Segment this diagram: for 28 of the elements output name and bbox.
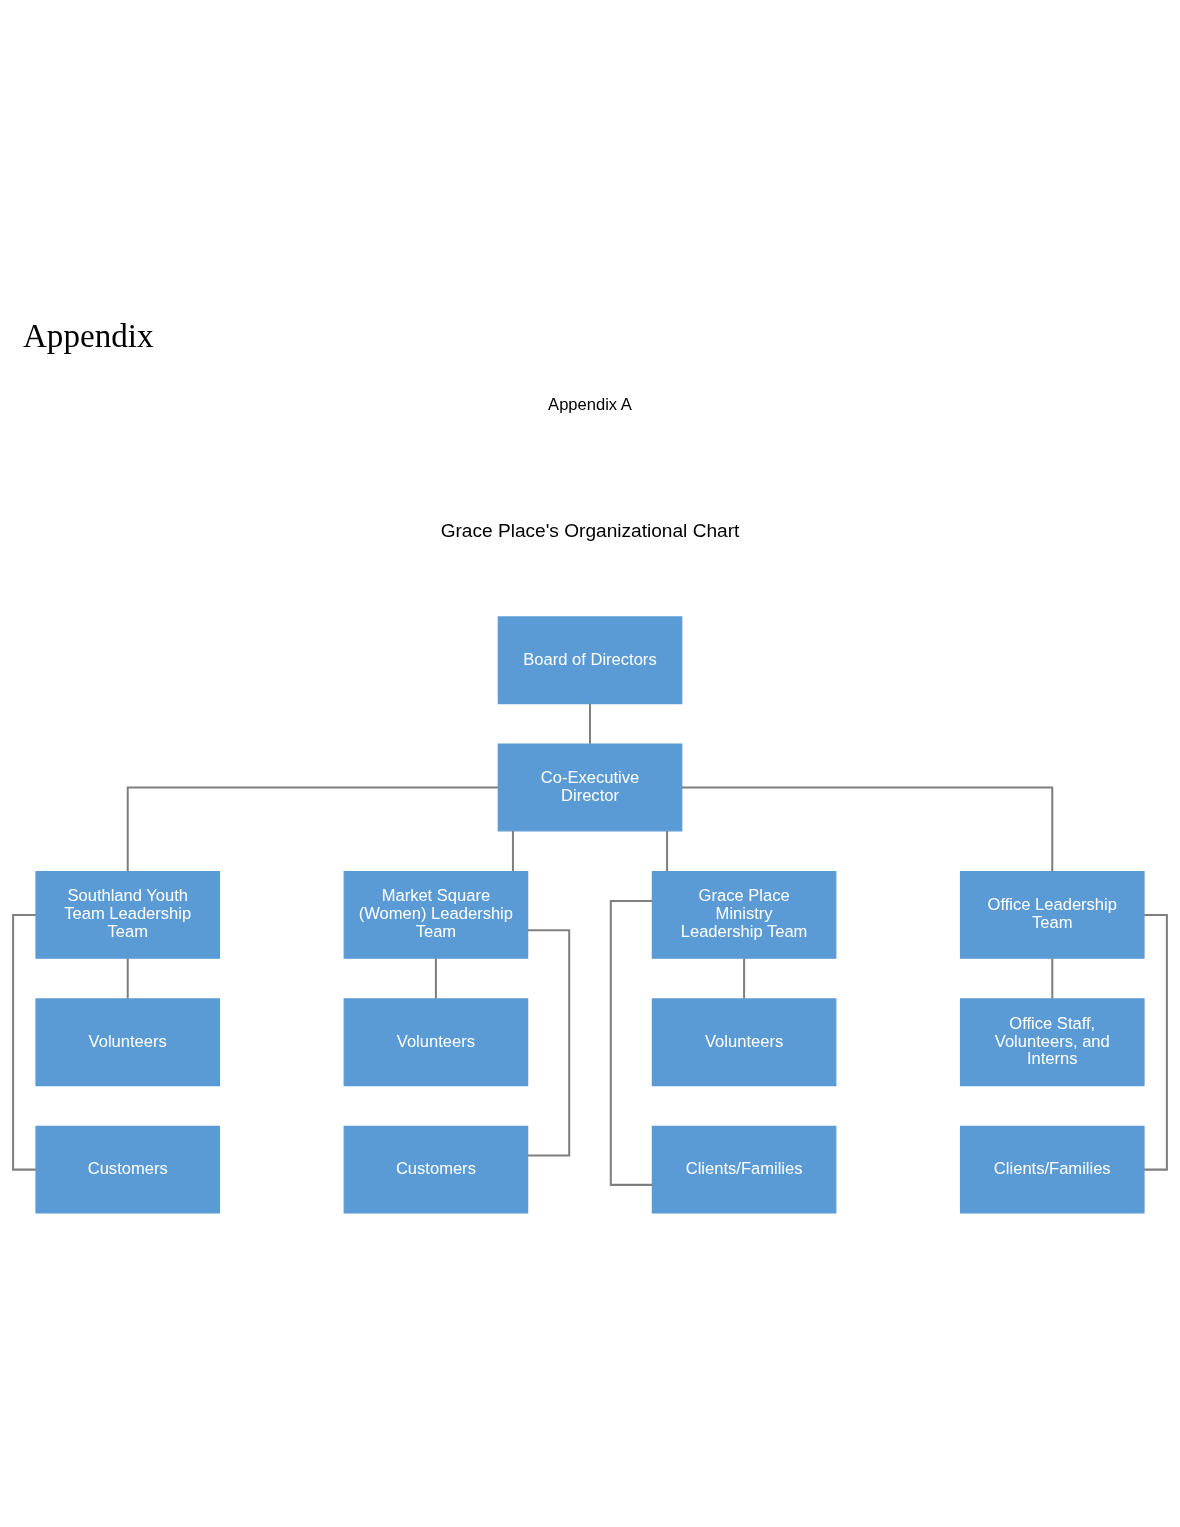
node-box: Customers [343,1125,529,1214]
node-box: Volunteers [651,997,837,1086]
node-box: Board of Directors [497,615,683,704]
connector [743,957,746,999]
diagram-title: Appendix [22,316,154,354]
node-box: Customers [35,1125,221,1214]
node-box: Clients/Families [651,1125,837,1214]
connector [681,786,1054,871]
node-box: Volunteers [35,997,221,1086]
label: Grace Place's Organizational Chart [440,519,740,541]
node-box: Office Staff, Volunteers, and Interns [959,997,1145,1086]
connector [434,957,437,999]
node-box: Co-Executive Director [497,743,683,831]
connector [527,928,571,1157]
connector [666,830,669,871]
connector [511,830,514,871]
node-box: Clients/Families [959,1125,1145,1214]
node-box: Volunteers [343,997,529,1086]
connector [126,957,129,999]
node-box: Market Square (Women) Leadership Team [343,870,529,959]
label: Appendix A [548,394,632,414]
connector [126,786,499,871]
connector [609,899,653,1186]
node-box: Office Leadership Team [959,870,1145,959]
node-box: Southland Youth Team Leadership Team [35,870,221,959]
connector [1051,957,1054,999]
connector [589,703,591,744]
node-box: Grace Place Ministry Leadership Team [651,870,837,959]
